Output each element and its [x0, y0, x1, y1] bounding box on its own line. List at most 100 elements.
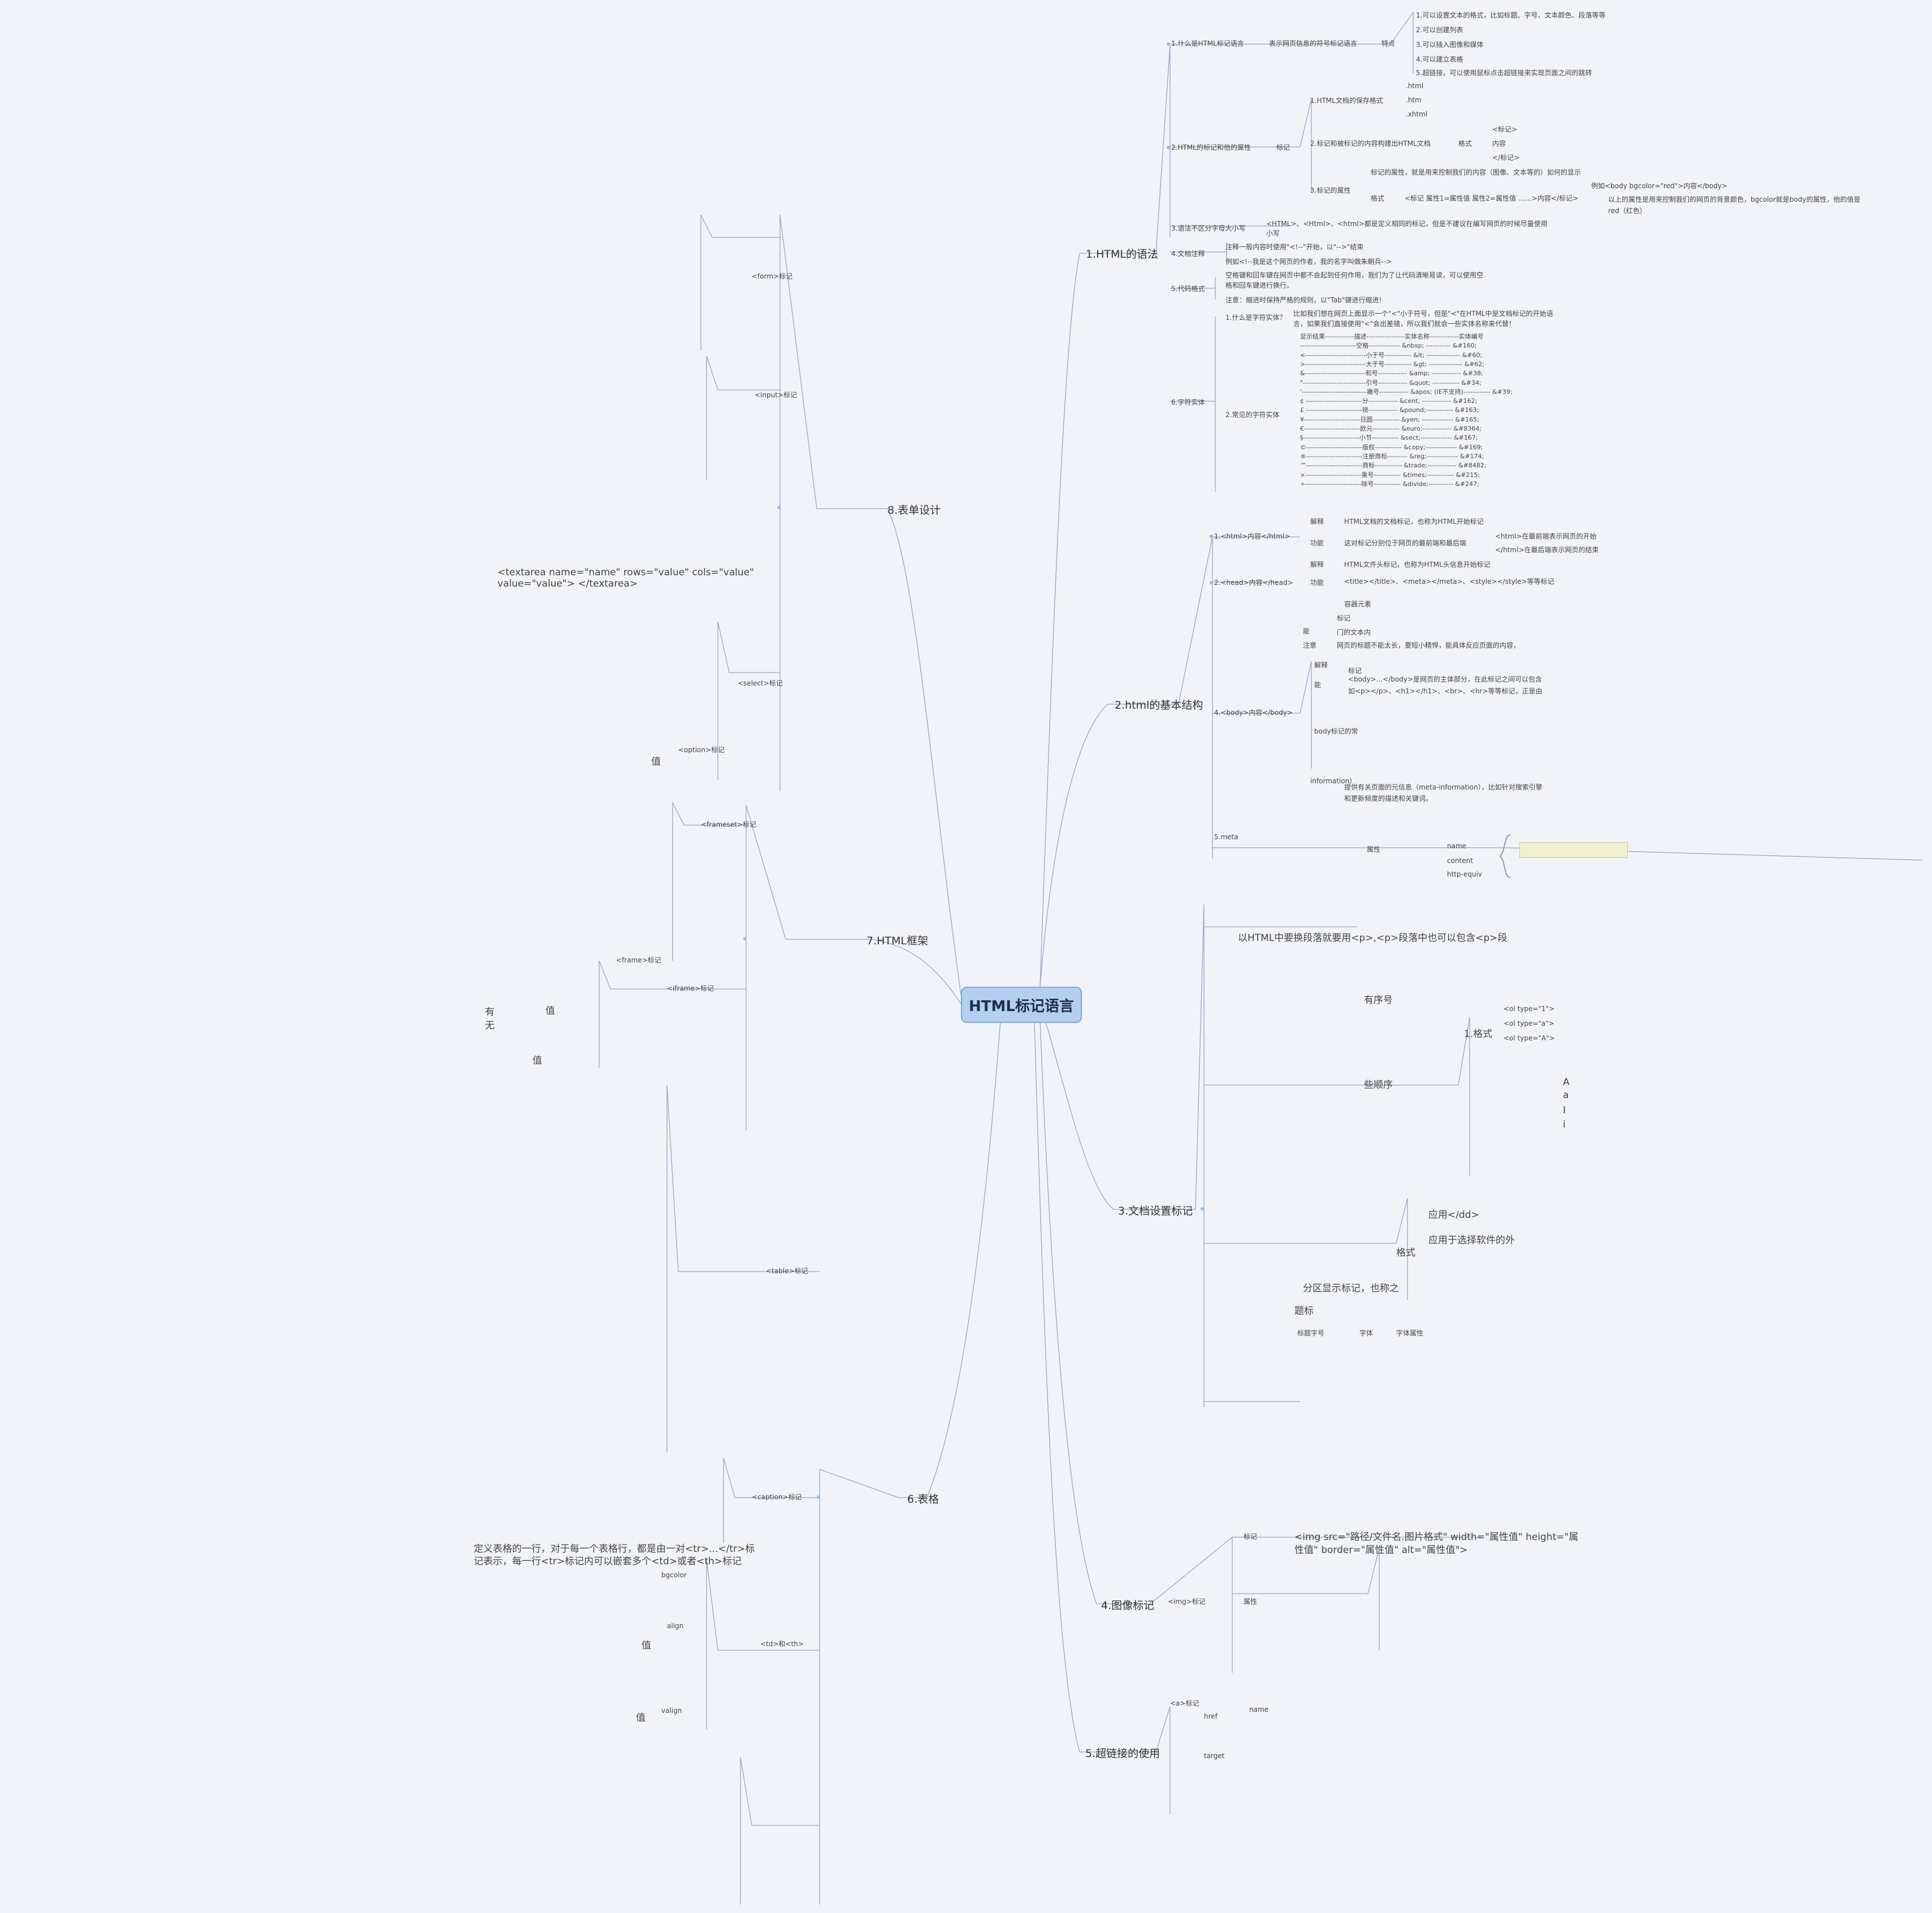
entity-row: ™-------------------------商标------------… [1300, 462, 1487, 470]
content-body: 内容 [1492, 140, 1506, 148]
img-syntax-2: 性值" border="属性值" alt="属性值"> [1294, 1545, 1468, 1556]
node-dot [743, 937, 747, 940]
attr-format: 格式 [1371, 194, 1385, 202]
frame-frameset: <frameset>标记 [701, 821, 757, 828]
entity-row: ®-------------------------注册商标--------- … [1300, 452, 1484, 460]
struct-meta-sub: information） [1310, 777, 1357, 785]
ext-html: .html [1406, 82, 1424, 90]
docset-lower-i: i [1563, 1119, 1566, 1130]
syntax-q6: 6.字符实体 [1171, 398, 1205, 406]
struct-html: 1.<html>内容</html> [1214, 532, 1290, 540]
syntax-q2-tag: 标记 [1276, 144, 1290, 151]
frame-no: 无 [485, 1020, 495, 1031]
table-align: align [667, 1622, 684, 1630]
content-title: 2.标记和被标记的内容构建出HTML文档 [1310, 140, 1431, 148]
struct-body-func-d2: 如<p></p>、<h1></h1>、<br>、<hr>等等标记，正是由 [1348, 687, 1543, 695]
content-format: 格式 [1458, 140, 1472, 148]
link-name: name [1249, 1706, 1269, 1714]
attr-syntax: <标记 属性1=属性值 属性2=属性值 ……>内容</标记> [1405, 194, 1579, 202]
syntax-feature-3: 3.可以插入图像和媒体 [1416, 41, 1484, 49]
link-href: href [1204, 1712, 1218, 1720]
branch-html-structure[interactable]: 2.html的基本结构 [1115, 699, 1203, 712]
syntax-q5-d2: 格和回车键进行换行。 [1225, 281, 1294, 289]
syntax-feature-4: 4.可以建立表格 [1416, 55, 1463, 63]
syntax-q1-def: 表示网页信息的符号标记语言 [1269, 40, 1358, 47]
form-select-tag: <select>标记 [738, 679, 783, 687]
struct-body-func-d1: <body>...</body>是网页的主体部分，在此标记之间可以包含 [1348, 675, 1543, 683]
entity-row: ¢ -------------------------分------------… [1300, 397, 1478, 405]
node-dot [1210, 535, 1213, 538]
branch-image-tags[interactable]: 4.图像标记 [1101, 1599, 1155, 1612]
struct-meta-equiv: http-equiv [1447, 870, 1483, 878]
branch-form-design[interactable]: 8.表单设计 [887, 504, 941, 517]
table-caption: <caption>标记 [752, 1493, 802, 1501]
entity-row: €-------------------------欧元------------… [1300, 425, 1482, 432]
table-tr-def-1: 定义表格的一行，对于每一个表格行，都是由一对<tr>...</tr>标 [474, 1543, 755, 1555]
table-tdth: <td>和<th> [760, 1640, 804, 1648]
branch-html-syntax[interactable]: 1.HTML的语法 [1086, 248, 1158, 261]
struct-meta-content: content [1447, 857, 1473, 865]
docset-ordered: 有序号 [1364, 995, 1393, 1006]
branch-document-tags[interactable]: 3.文档设置标记 [1118, 1205, 1193, 1217]
struct-title-note-d: 网页的标题不能太长，要短小精悍，能具体反应页面的内容， [1337, 641, 1521, 649]
frame-value-1: 值 [545, 1005, 555, 1017]
struct-html-explain: 解释 [1310, 518, 1324, 526]
docset-font-attr: 字体属性 [1396, 1329, 1424, 1337]
syntax-q4-d1: 注释一般内容时使用"<!--"开始，以"-->"结束 [1225, 243, 1364, 251]
entity-what-d1: 比如我们想在网页上面显示一个"<"小于符号，但是"<"在HTML中是文档标记的开… [1293, 310, 1553, 318]
struct-head-func-d: <title></title>、<meta></meta>、<style></s… [1344, 578, 1554, 585]
ext-title: 1.HTML文档的保存格式 [1310, 97, 1383, 105]
docset-div: 分区显示标记，也称之 [1303, 1283, 1399, 1294]
struct-meta-name: name [1447, 842, 1467, 850]
struct-title-sub: 标记 [1337, 614, 1351, 622]
docset-format-1: 1.格式 [1464, 1029, 1493, 1040]
entity-row: &---------------------------和号----------… [1300, 370, 1483, 378]
docset-type-A: <ol type="A"> [1504, 1034, 1555, 1042]
entity-row: ÷-------------------------除号------------… [1300, 480, 1479, 488]
form-textarea-2: value="value"> </textarea> [497, 578, 638, 589]
frame-frame-tag: <frame>标记 [616, 956, 661, 964]
branch-table[interactable]: 6.表格 [907, 1493, 939, 1506]
attr-note-2: red（红色） [1608, 207, 1647, 215]
docset-lower-a: a [1563, 1090, 1569, 1101]
brace-icon [1499, 834, 1511, 878]
docset-heading-attr: 标题字号 [1297, 1329, 1325, 1337]
entity-row: <---------------------------小于号---------… [1300, 351, 1483, 359]
struct-html-func-b: </html>在最后端表示网页的结束 [1495, 546, 1599, 554]
entity-row: >---------------------------大于号---------… [1300, 360, 1485, 368]
entity-what-d2: 言，如果我们直接使用"<"会出差错，所以我们就会一些实体名称来代替！ [1293, 320, 1516, 328]
syntax-q1: 1.什么是HTML标记语言 [1171, 40, 1244, 47]
root-topic[interactable]: HTML标记语言 [961, 987, 1082, 1023]
struct-html-func: 功能 [1310, 539, 1324, 547]
node-dot [1201, 1207, 1204, 1211]
content-close-tag: </标记> [1492, 154, 1520, 162]
docset-upper-i: I [1563, 1105, 1566, 1116]
ext-xhtml: .xhtml [1406, 110, 1428, 118]
frame-yes: 有 [485, 1007, 495, 1018]
struct-head-explain-d: HTML文件头标记，也称为HTML头信息开始标记 [1344, 561, 1491, 569]
node-dot [1210, 581, 1213, 584]
struct-head-func: 功能 [1310, 579, 1324, 587]
node-dot [1167, 146, 1170, 149]
table-value-1: 值 [642, 1640, 651, 1651]
entity-row: ¥-------------------------日圆------------… [1300, 415, 1479, 423]
struct-body: 4.<body>内容</body> [1214, 709, 1293, 717]
struct-body-func: 能 [1314, 681, 1322, 689]
branch-html-frame[interactable]: 7.HTML框架 [867, 935, 928, 947]
entity-common: 2.常见的字符实体 [1225, 411, 1280, 419]
struct-head-explain: 解释 [1310, 561, 1324, 569]
struct-title-func-d: 门的文本内 [1337, 628, 1371, 636]
attr-definition: 标记的属性，就是用来控制我们的内容（图像、文本等的）如何的显示 [1371, 168, 1582, 176]
syntax-q5: 5.代码格式 [1171, 285, 1205, 293]
struct-title-func: 能 [1303, 627, 1310, 635]
syntax-q1-feature: 特点 [1381, 40, 1396, 47]
struct-html-func-d: 这对标记分别位于网页的最前端和最后端 [1344, 539, 1467, 547]
struct-title-note: 注意 [1303, 641, 1317, 649]
branch-hyperlink[interactable]: 5.超链接的使用 [1085, 1747, 1160, 1760]
attr-note-1: 以上的属性是用来控制我们的网页的背景颜色，bgcolor就是body的属性，他的… [1608, 196, 1861, 203]
entity-row: £ -------------------------镑------------… [1300, 406, 1479, 414]
struct-meta-attr: 属性 [1367, 845, 1381, 853]
img-tag: <img>标记 [1168, 1598, 1206, 1606]
node-dot [817, 1495, 820, 1499]
struct-body-explain: 解释 [1314, 661, 1328, 669]
